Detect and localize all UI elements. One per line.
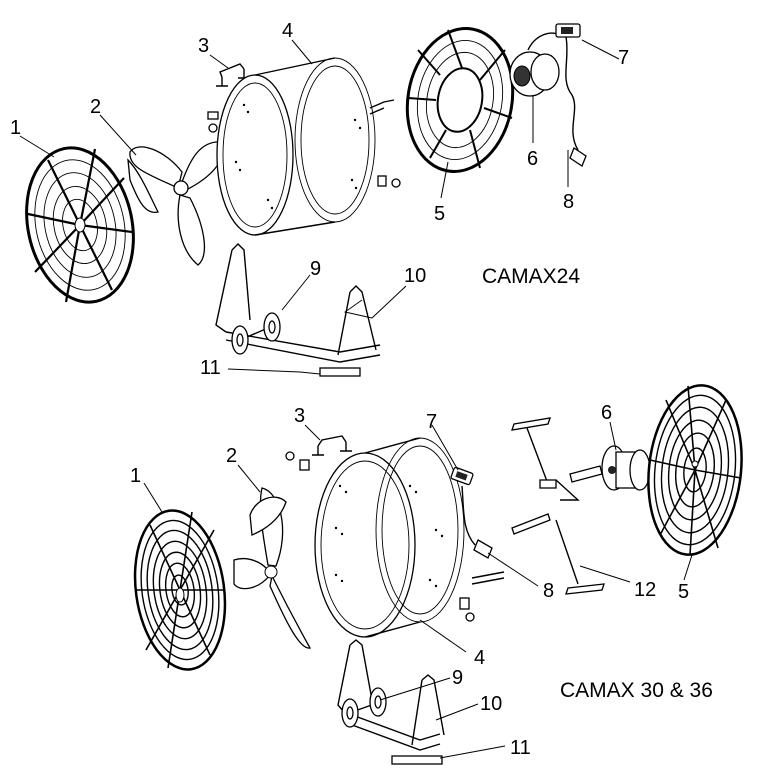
callout-7-top: 7	[618, 47, 629, 69]
switch-top	[555, 23, 581, 38]
motor-bracket-bottom	[511, 417, 605, 595]
callout-10-top: 10	[404, 265, 426, 287]
callout-1-bottom: 1	[130, 465, 141, 487]
drum-top	[216, 57, 401, 236]
callout-11-top: 11	[200, 357, 221, 379]
callout-5-top: 5	[434, 203, 445, 225]
rear-grill-top	[405, 27, 515, 173]
wheel-bottom	[341, 687, 387, 728]
stand-top	[215, 243, 381, 377]
handle-bottom	[285, 435, 352, 471]
bottom-leader-lines	[143, 421, 693, 759]
fan-blade-bottom	[233, 487, 312, 649]
callout-9-top: 9	[310, 258, 321, 280]
bottom-assembly: 1 2 3 4 5 6 7 8 9 10 11 12 CAMAX 30 & 36	[130, 384, 743, 765]
model-label-bottom: CAMAX 30 & 36	[560, 679, 713, 702]
callout-2-bottom: 2	[226, 445, 237, 467]
top-assembly: 1 2 3 4 5 6 7 8 9 10 11 CAMAX24	[10, 20, 629, 379]
handle-top	[207, 63, 250, 133]
callout-8-bottom: 8	[543, 580, 554, 602]
callout-10-bottom: 10	[480, 693, 502, 715]
callout-3-bottom: 3	[294, 405, 305, 427]
model-label-top: CAMAX24	[482, 265, 580, 288]
callout-3-top: 3	[198, 35, 209, 57]
front-grill-top	[25, 146, 135, 304]
wheel-top	[231, 312, 281, 355]
callout-7-bottom: 7	[426, 411, 437, 433]
callout-6-bottom: 6	[601, 402, 612, 424]
motor-bottom	[601, 445, 651, 491]
callout-2-top: 2	[90, 96, 101, 118]
front-grill-bottom	[133, 509, 227, 671]
motor-top	[509, 32, 561, 97]
callout-4-top: 4	[282, 20, 293, 42]
switch-bottom	[450, 466, 474, 486]
cord-top	[565, 36, 587, 167]
callout-6-top: 6	[527, 148, 538, 170]
callout-8-top: 8	[563, 191, 574, 213]
drum-bottom	[314, 437, 505, 638]
callout-5-bottom: 5	[678, 581, 689, 603]
top-leader-lines	[19, 39, 620, 375]
callout-9-bottom: 9	[452, 667, 463, 689]
callout-12-bottom: 12	[634, 579, 656, 601]
cord-bottom	[461, 485, 493, 559]
callout-1-top: 1	[10, 117, 21, 139]
callout-11-bottom: 11	[510, 737, 531, 759]
callout-4-bottom: 4	[474, 647, 485, 669]
fan-blade-top	[127, 141, 224, 266]
rear-grill-bottom	[647, 384, 743, 556]
